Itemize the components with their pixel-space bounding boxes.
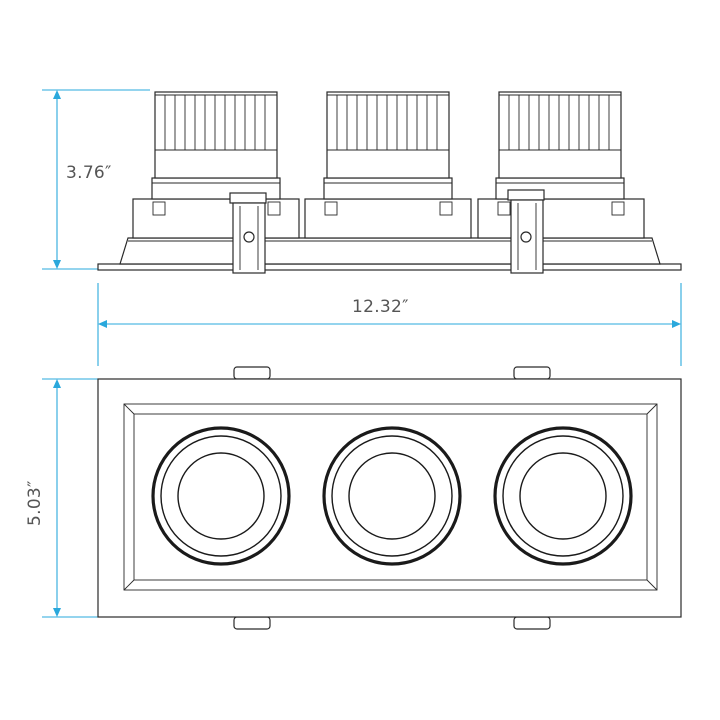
side-trim-flange — [97, 263, 682, 271]
side-module-1-base — [132, 198, 300, 239]
top-clip-tab-2 — [513, 366, 551, 380]
top-lens-3 — [493, 426, 633, 566]
top-lens-1-optic — [177, 452, 265, 540]
top-clip-tab-3 — [233, 616, 271, 630]
side-module-1-clip-screw — [243, 231, 255, 243]
side-module-3-spring-clip — [507, 189, 545, 274]
side-module-1-fins — [155, 94, 277, 151]
side-view — [97, 91, 682, 274]
side-module-1-spring-clip — [229, 192, 267, 274]
depth-arrow-bottom — [53, 608, 61, 617]
top-lens-3-optic — [519, 452, 607, 540]
top-lens-1 — [151, 426, 291, 566]
top-bevel-corner-br — [646, 579, 658, 591]
side-module-3 — [477, 91, 645, 274]
width-arrow-right — [672, 320, 681, 328]
side-module-1 — [132, 91, 300, 274]
side-module-2-heatsink — [326, 91, 450, 179]
side-module-2-fins — [327, 94, 449, 151]
top-bevel-inner — [133, 413, 648, 581]
top-bevel-corner-tr — [646, 403, 658, 415]
depth-dimension: 5.03″ — [25, 378, 98, 618]
side-module-3-clip-head — [507, 189, 545, 201]
side-module-1-tab-right — [267, 201, 281, 216]
side-module-3-tab-right — [611, 201, 625, 216]
top-lens-2-rim-inner — [331, 435, 453, 557]
side-module-2-tab-right — [439, 201, 453, 216]
height-dimension: 3.76″ — [42, 89, 150, 270]
side-module-2-collar — [323, 177, 453, 200]
top-bevel-corner-tl — [123, 403, 135, 415]
top-lens-3-rim-inner — [502, 435, 624, 557]
side-module-3-fins — [499, 94, 621, 151]
width-label: 12.32″ — [352, 297, 409, 317]
side-module-1-heatsink — [154, 91, 278, 179]
top-clip-tab-4 — [513, 616, 551, 630]
side-housing — [119, 237, 661, 265]
height-label: 3.76″ — [66, 163, 112, 183]
side-module-1-clip-head — [229, 192, 267, 204]
height-arrow-bottom — [53, 260, 61, 269]
side-module-3-heatsink — [498, 91, 622, 179]
top-view — [97, 366, 682, 630]
width-dimension: 12.32″ — [97, 283, 682, 366]
side-module-3-base — [477, 198, 645, 239]
width-arrow-left — [98, 320, 107, 328]
side-module-1-tab-left — [152, 201, 166, 216]
depth-label: 5.03″ — [25, 480, 45, 526]
side-module-3-clip-screw — [520, 231, 532, 243]
depth-arrow-top — [53, 379, 61, 388]
top-lens-2 — [322, 426, 462, 566]
top-bevel-corner-bl — [123, 579, 135, 591]
side-module-2-base — [304, 198, 472, 239]
height-arrow-top — [53, 90, 61, 99]
side-module-2 — [304, 91, 472, 239]
side-module-3-tab-left — [497, 201, 511, 216]
top-clip-tab-1 — [233, 366, 271, 380]
top-lens-1-rim-inner — [160, 435, 282, 557]
top-bevel-outer — [123, 403, 658, 591]
height-label-bg — [62, 160, 122, 184]
side-module-2-tab-left — [324, 201, 338, 216]
top-lens-2-optic — [348, 452, 436, 540]
